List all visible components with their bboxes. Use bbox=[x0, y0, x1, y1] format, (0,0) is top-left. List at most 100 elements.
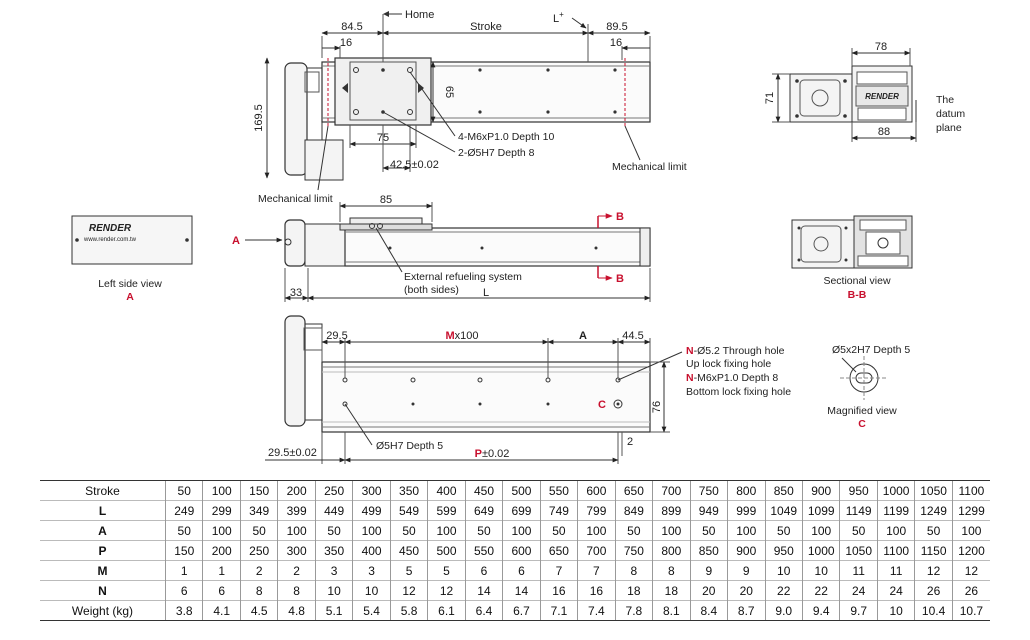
mech-limit-right: Mechanical limit bbox=[612, 161, 687, 173]
bottom-dim-29-5: 29.5 bbox=[326, 330, 347, 342]
spec-cell: 8 bbox=[652, 560, 691, 581]
spec-cell: 200 bbox=[277, 480, 316, 501]
spec-cell: 150 bbox=[239, 480, 278, 501]
spec-cell: 1 bbox=[202, 560, 241, 581]
spec-cell: 6 bbox=[164, 580, 203, 601]
side-view: 85 A B B External refueling system (both… bbox=[232, 194, 651, 302]
technical-drawing: 169.5 65 84.5 Stroke 89.5 16 16 Home L+ … bbox=[71, 9, 965, 464]
spec-cell: 299 bbox=[202, 500, 241, 521]
left-side-label: Left side view bbox=[98, 278, 162, 290]
spec-cell: 10 bbox=[352, 580, 391, 601]
spec-cell: 549 bbox=[389, 500, 428, 521]
spec-cell: 750 bbox=[689, 480, 728, 501]
spec-cell: 1000 bbox=[801, 540, 840, 561]
magnified-letter: C bbox=[858, 418, 866, 430]
bottom-dim-a: A bbox=[579, 330, 587, 342]
bottom-dim-m: Mx100 bbox=[445, 330, 478, 342]
spec-cell: 100 bbox=[277, 520, 316, 541]
spec-cell: 350 bbox=[389, 480, 428, 501]
spec-cell: 899 bbox=[652, 500, 691, 521]
spec-cell: 7 bbox=[539, 560, 578, 581]
spec-cell: 399 bbox=[277, 500, 316, 521]
bottom-dim-p: P±0.02 bbox=[475, 448, 510, 460]
spec-row-label: Weight (kg) bbox=[40, 600, 166, 621]
spec-cell: 50 bbox=[839, 520, 878, 541]
spec-cell: 50 bbox=[764, 520, 803, 541]
spec-cell: 1000 bbox=[876, 480, 915, 501]
bottom-pin-note: Ø5H7 Depth 5 bbox=[376, 440, 443, 452]
spec-cell: 100 bbox=[801, 520, 840, 541]
spec-cell: 50 bbox=[164, 520, 203, 541]
spec-cell: 7 bbox=[577, 560, 616, 581]
spec-cell: 649 bbox=[464, 500, 503, 521]
spec-cell: 950 bbox=[839, 480, 878, 501]
spec-cell: 850 bbox=[764, 480, 803, 501]
dim-89-5: 89.5 bbox=[606, 21, 627, 33]
spec-cell: 4.1 bbox=[202, 600, 241, 621]
side-dim-33: 33 bbox=[290, 287, 302, 299]
end-dim-88: 88 bbox=[878, 126, 890, 138]
spec-cell: 1050 bbox=[839, 540, 878, 561]
spec-cell: 11 bbox=[839, 560, 878, 581]
section-b-top: B bbox=[616, 211, 624, 223]
spec-cell: 5 bbox=[389, 560, 428, 581]
spec-cell: 5 bbox=[427, 560, 466, 581]
spec-cell: 12 bbox=[427, 580, 466, 601]
mech-limit-left: Mechanical limit bbox=[258, 193, 333, 205]
spec-cell: 12 bbox=[389, 580, 428, 601]
end-view: RENDER 78 71 88 The datum plane bbox=[764, 41, 965, 142]
spec-cell: 18 bbox=[652, 580, 691, 601]
spec-row-label: N bbox=[40, 580, 166, 601]
spec-cell: 599 bbox=[427, 500, 466, 521]
spec-cell: 4.5 bbox=[239, 600, 278, 621]
spec-cell: 100 bbox=[202, 520, 241, 541]
dim-169-5: 169.5 bbox=[253, 104, 265, 132]
spec-cell: 50 bbox=[914, 520, 953, 541]
home-label: Home bbox=[405, 9, 434, 21]
spec-cell: 200 bbox=[202, 540, 241, 561]
spec-cell: 50 bbox=[239, 520, 278, 541]
spec-row-label: L bbox=[40, 500, 166, 521]
spec-cell: 3.8 bbox=[164, 600, 203, 621]
spec-cell: 7.8 bbox=[614, 600, 653, 621]
spec-cell: 18 bbox=[614, 580, 653, 601]
spec-cell: 3 bbox=[314, 560, 353, 581]
spec-cell: 8.4 bbox=[689, 600, 728, 621]
spec-cell: 6 bbox=[502, 560, 541, 581]
spec-cell: 6 bbox=[464, 560, 503, 581]
spec-cell: 699 bbox=[502, 500, 541, 521]
spec-cell: 4.8 bbox=[277, 600, 316, 621]
spec-cell: 6 bbox=[202, 580, 241, 601]
spec-cell: 50 bbox=[389, 520, 428, 541]
spec-cell: 100 bbox=[652, 520, 691, 541]
spec-cell: 10 bbox=[876, 600, 915, 621]
spec-cell: 26 bbox=[951, 580, 990, 601]
spec-cell: 8.7 bbox=[727, 600, 765, 621]
spec-cell: 100 bbox=[876, 520, 915, 541]
left-side-letter: A bbox=[126, 291, 134, 303]
spec-cell: 449 bbox=[314, 500, 353, 521]
spec-cell: 5.8 bbox=[389, 600, 428, 621]
spec-cell: 150 bbox=[164, 540, 203, 561]
spec-cell: 12 bbox=[951, 560, 990, 581]
spec-cell: 1200 bbox=[951, 540, 990, 561]
spec-row-label: Stroke bbox=[40, 480, 166, 501]
spec-cell: 1150 bbox=[914, 540, 953, 561]
spec-cell: 26 bbox=[914, 580, 953, 601]
spec-cell: 22 bbox=[764, 580, 803, 601]
spec-cell: 850 bbox=[689, 540, 728, 561]
spec-cell: 999 bbox=[727, 500, 765, 521]
spec-cell: 600 bbox=[577, 480, 616, 501]
spec-cell: 799 bbox=[577, 500, 616, 521]
spec-cell: 749 bbox=[539, 500, 578, 521]
spec-cell: 9.7 bbox=[839, 600, 878, 621]
datum-line-3: plane bbox=[936, 122, 962, 134]
dim-42-5: 42.5±0.02 bbox=[390, 159, 439, 171]
top-view: 169.5 65 84.5 Stroke 89.5 16 16 Home L+ … bbox=[253, 9, 687, 205]
section-b-bottom: B bbox=[616, 273, 624, 285]
